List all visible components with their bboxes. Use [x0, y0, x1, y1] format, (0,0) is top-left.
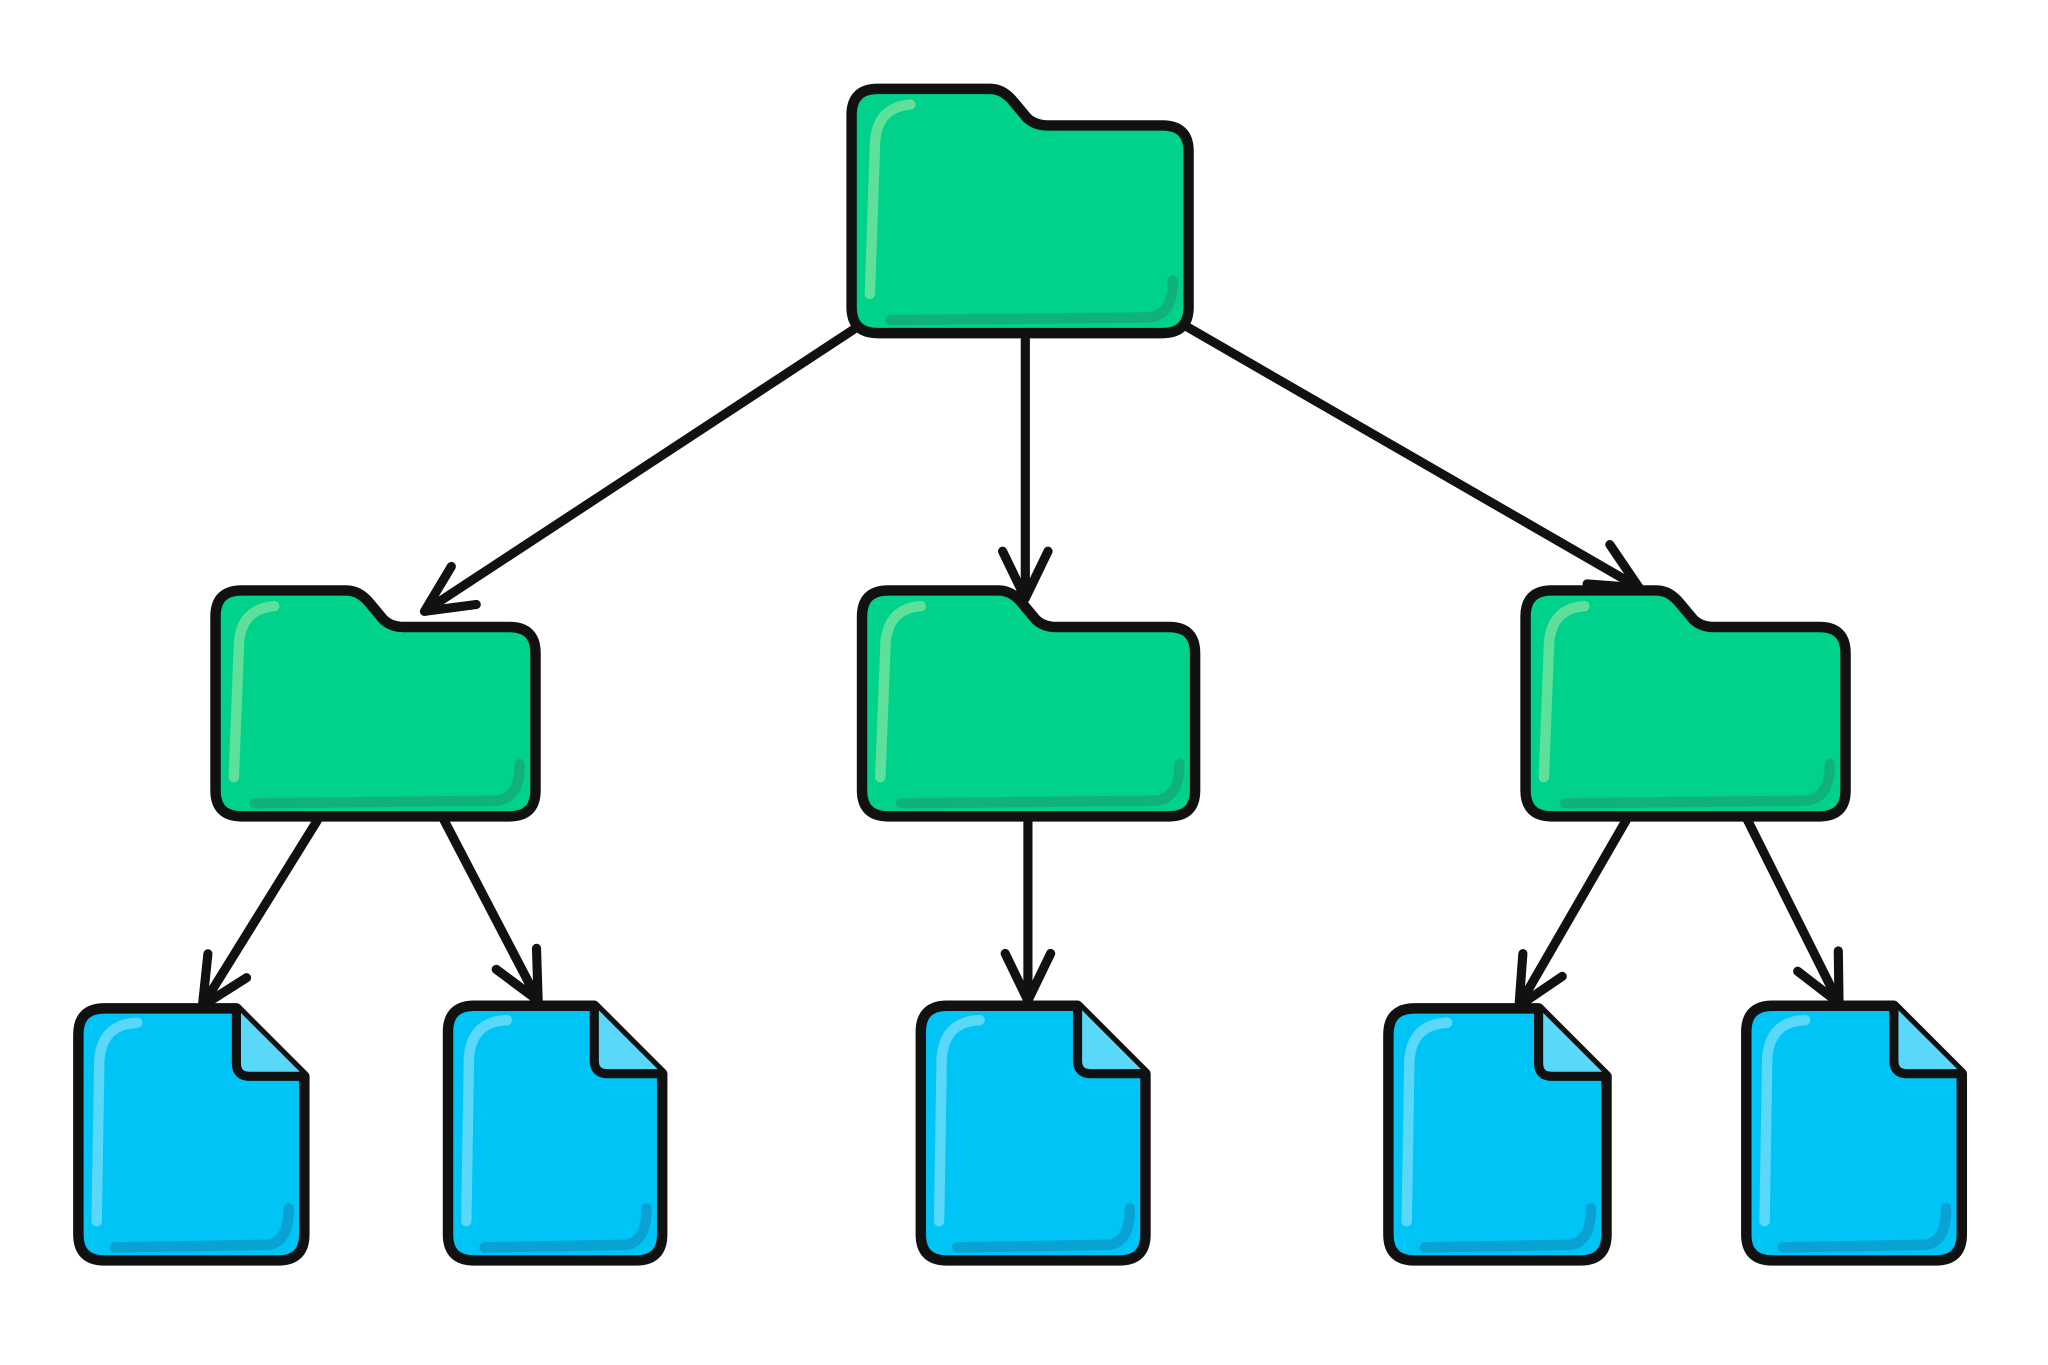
file-outline — [1741, 1000, 1968, 1266]
folder-shade — [1559, 758, 1836, 809]
arrow-line — [439, 815, 543, 1006]
folder-outline — [210, 585, 541, 822]
file-outline — [915, 1000, 1151, 1266]
arrow-root-to-folder-left — [419, 319, 867, 616]
arrow-line — [1514, 815, 1631, 1011]
arrow-folder-center-to-file-3 — [1000, 815, 1056, 1006]
file-shade — [479, 1202, 652, 1253]
folder-highlight — [875, 600, 927, 783]
folder-highlight — [864, 99, 916, 300]
file-highlight — [933, 1014, 985, 1227]
folder-highlight — [228, 600, 280, 783]
file-highlight — [1759, 1014, 1811, 1227]
file-corner-fold — [1889, 1005, 1962, 1079]
folder-body — [851, 88, 1189, 334]
arrow-root-to-folder-right — [1177, 319, 1644, 593]
arrow-line — [419, 319, 867, 616]
folder-shade — [896, 758, 1185, 809]
folder-body — [215, 590, 536, 817]
file-highlight — [91, 1017, 143, 1227]
folder-body — [862, 590, 1196, 817]
folder-outline — [1520, 585, 1851, 822]
file-outline — [73, 1003, 310, 1266]
file-shade — [952, 1202, 1136, 1253]
folder-highlight — [1538, 600, 1590, 783]
arrow-line — [1177, 319, 1644, 593]
arrow-folder-left-to-file-2 — [439, 815, 543, 1006]
folder-shade — [885, 275, 1179, 326]
folder-center-folder-icon — [856, 585, 1201, 822]
arrowhead-icon — [419, 561, 481, 616]
file-highlight — [461, 1014, 512, 1227]
file-shade — [1777, 1202, 1952, 1253]
nodes — [73, 83, 1968, 1266]
file-shade — [109, 1202, 294, 1253]
folder-outline — [856, 585, 1201, 822]
folder-body — [1525, 590, 1846, 817]
folder-left-folder-icon — [210, 585, 541, 822]
folder-outline — [846, 83, 1194, 339]
arrow-folder-right-to-file-5 — [1743, 815, 1844, 1008]
file-5-file-icon — [1741, 1000, 1968, 1266]
file-1-file-icon — [73, 1003, 310, 1266]
folder-right-folder-icon — [1520, 585, 1851, 822]
arrow-line — [197, 815, 322, 1011]
file-2-file-icon — [442, 1000, 668, 1266]
root-folder-icon — [846, 83, 1194, 339]
file-highlight — [1401, 1017, 1453, 1227]
file-corner-fold — [589, 1005, 663, 1079]
arrow-folder-right-to-file-4 — [1514, 815, 1631, 1011]
arrow-line — [1743, 815, 1844, 1008]
file-outline — [442, 1000, 668, 1266]
arrow-root-to-folder-center — [998, 332, 1053, 603]
arrow-folder-left-to-file-1 — [197, 815, 322, 1011]
arrowhead-icon — [998, 546, 1053, 603]
file-3-file-icon — [915, 1000, 1151, 1266]
file-outline — [1383, 1003, 1612, 1266]
file-shade — [1419, 1202, 1597, 1253]
folder-shade — [249, 758, 526, 809]
file-4-file-icon — [1383, 1003, 1612, 1266]
